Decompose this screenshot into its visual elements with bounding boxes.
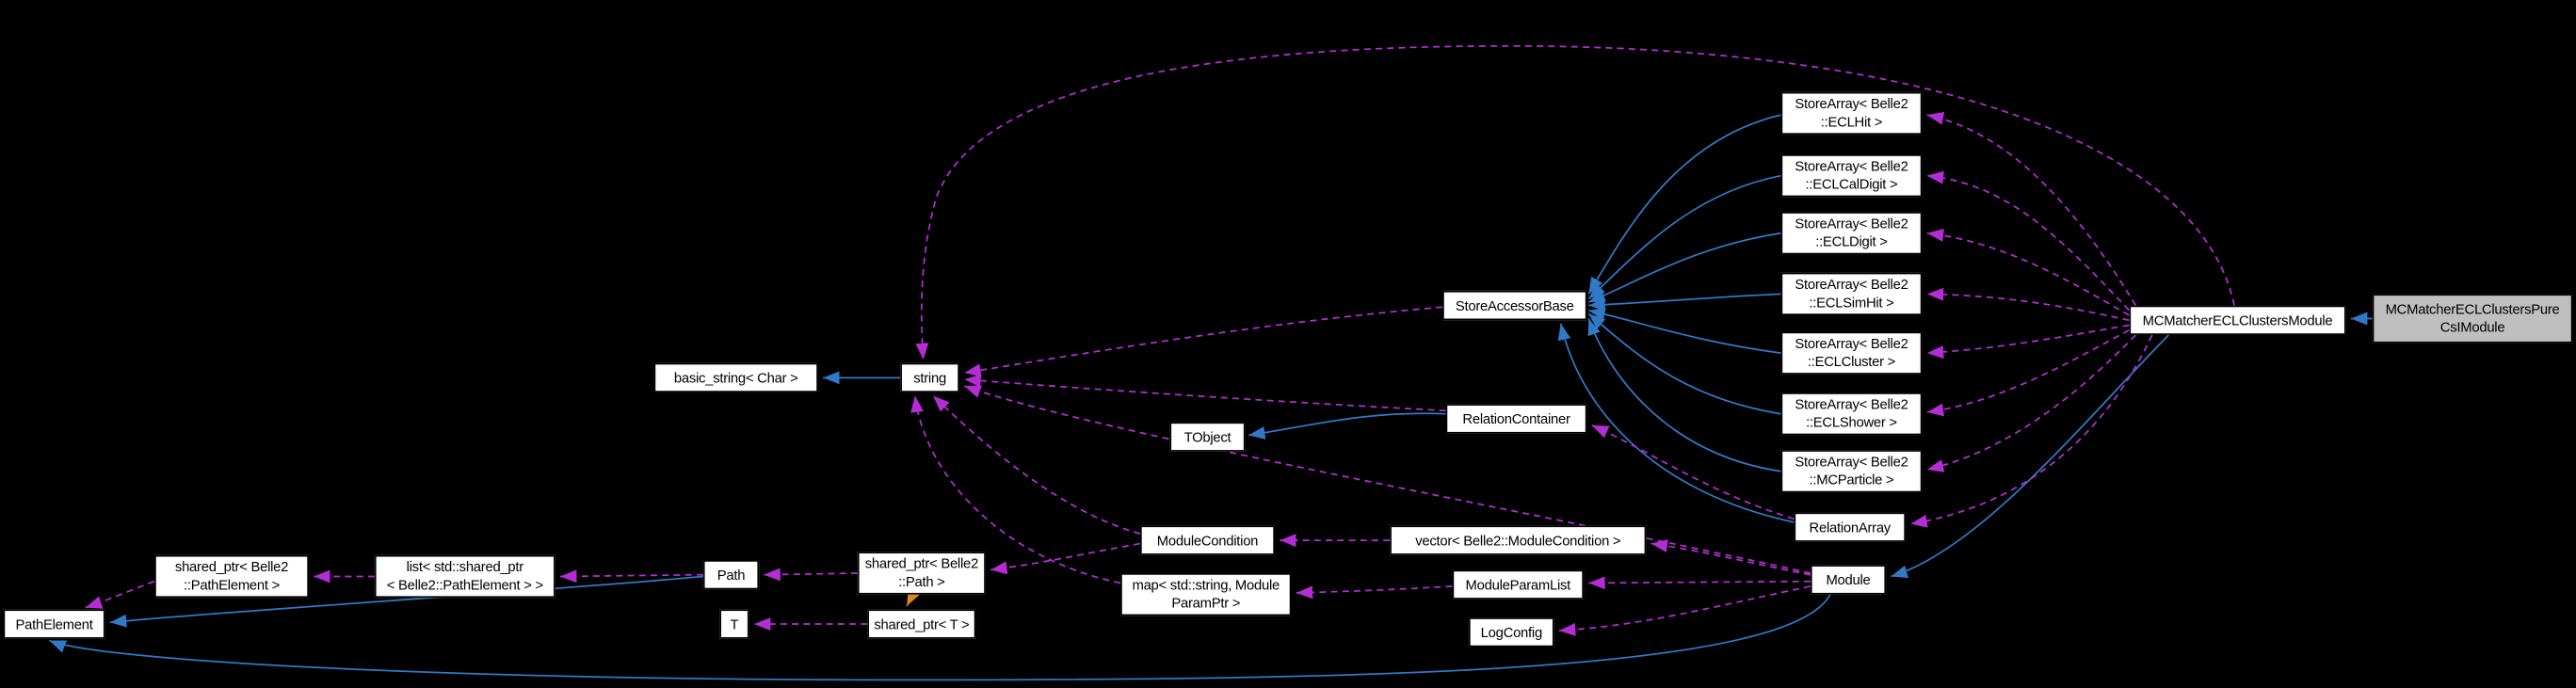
node-basic-string[interactable]: basic_string< Char > (653, 362, 818, 393)
edge-mcmatcher-to-eclshower (1926, 328, 2130, 417)
edge-mcmatcher-to-ecldigit (1926, 228, 2130, 316)
edge-eclsimhit-to-storeaccessorbase (1588, 293, 1781, 312)
edge-eclhit-to-storeaccessorbase (1587, 114, 1781, 295)
node-relationcontainer[interactable]: RelationContainer (1445, 404, 1587, 434)
edge-eclcluster-to-storeaccessorbase (1588, 307, 1781, 355)
edge-sp-path-to-sp-t (906, 588, 921, 607)
node-relationarray[interactable]: RelationArray (1794, 512, 1907, 542)
node-module[interactable]: Module (1810, 565, 1887, 595)
node-storearray-eclhit[interactable]: StoreArray< Belle2 ::ECLHit > (1780, 91, 1923, 136)
edge-mcparticle-to-storeaccessorbase (1587, 318, 1781, 472)
node-mcmatcher-module[interactable]: MCMatcherECLClustersModule (2129, 305, 2346, 335)
edge-path-to-pathelement (109, 575, 703, 628)
node-list-shared-ptr-pathelement[interactable]: list< std::shared_ptr < Belle2::PathElem… (374, 554, 555, 599)
edge-storeaccessorbase-to-string (964, 306, 1443, 377)
node-storearray-eclcaldigit[interactable]: StoreArray< Belle2 ::ECLCalDigit > (1780, 154, 1923, 198)
edge-modulecondition-to-sp-path (990, 542, 1141, 575)
edge-map-to-string (910, 395, 1121, 584)
node-storearray-eclcluster[interactable]: StoreArray< Belle2 ::ECLCluster > (1780, 331, 1923, 375)
edge-path-to-list (559, 569, 703, 584)
node-vector-modulecondition[interactable]: vector< Belle2::ModuleCondition > (1390, 525, 1647, 555)
node-storearray-eclshower[interactable]: StoreArray< Belle2 ::ECLShower > (1780, 392, 1923, 436)
edge-mcmatcher-to-eclcaldigit (1926, 170, 2131, 312)
node-pathelement[interactable]: PathElement (3, 609, 105, 639)
edge-ecldigit-to-storeaccessorbase (1587, 232, 1781, 303)
edge-mcmatcher-to-mcparticle (1926, 334, 2136, 472)
node-path[interactable]: Path (702, 560, 760, 590)
node-storearray-ecldigit[interactable]: StoreArray< Belle2 ::ECLDigit > (1780, 212, 1923, 255)
node-shared-ptr-path[interactable]: shared_ptr< Belle2 ::Path > (857, 552, 986, 595)
edge-mcmatcher-to-relationarray (1910, 334, 2153, 528)
node-storearray-mcparticle[interactable]: StoreArray< Belle2 ::MCParticle > (1780, 450, 1923, 493)
edge-module-to-logconfig (1558, 585, 1811, 636)
edge-relationcontainer-to-string (964, 374, 1446, 412)
node-shared-ptr-pathelement[interactable]: shared_ptr< Belle2 ::PathElement > (154, 554, 310, 599)
edge-module-to-vector-modulecondition (1650, 539, 1811, 576)
node-tobject[interactable]: TObject (1169, 422, 1246, 452)
edge-modulecondition-to-string (932, 394, 1141, 535)
node-logconfig[interactable]: LogConfig (1468, 617, 1554, 648)
edge-sp-path-to-path (764, 568, 858, 582)
edge-module-to-moduleparamlist (1588, 576, 1811, 590)
edge-sp-pathelement-to-pathelement (85, 580, 155, 609)
edge-mcmatcher-to-string (915, 44, 2235, 360)
edge-module-to-pathelement (49, 594, 1831, 681)
edge-mcmatcher-to-eclsimhit (1926, 287, 2130, 322)
edge-moduleparamlist-to-map (1296, 585, 1453, 600)
edge-mcmatcher-to-module (1891, 334, 2169, 579)
node-string[interactable]: string (900, 362, 960, 393)
edge-eclcaldigit-to-storeaccessorbase (1587, 174, 1781, 300)
edge-relationcontainer-to-tobject (1248, 412, 1446, 440)
node-mcmatcher-pure-module: MCMatcherECLClustersPure CsIModule (2372, 294, 2573, 344)
node-storearray-eclsimhit[interactable]: StoreArray< Belle2 ::ECLSimHit > (1780, 272, 1923, 316)
edge-relationarray-to-storeaccessorbase (1557, 323, 1795, 523)
node-t[interactable]: T (719, 609, 749, 639)
edge-mcmatcher-to-eclhit (1926, 111, 2137, 307)
node-storeaccessorbase[interactable]: StoreAccessorBase (1442, 290, 1587, 321)
edge-relationarray-to-relationcontainer (1591, 424, 1795, 520)
edge-mcmatcher-to-eclcluster (1926, 324, 2130, 360)
node-map-moduleparamptr[interactable]: map< std::string, Module ParamPtr > (1120, 572, 1292, 616)
edge-eclshower-to-storeaccessorbase (1587, 312, 1781, 415)
node-moduleparamlist[interactable]: ModuleParamList (1452, 569, 1585, 600)
node-modulecondition[interactable]: ModuleCondition (1139, 525, 1276, 555)
node-shared-ptr-t[interactable]: shared_ptr< T > (867, 609, 976, 639)
